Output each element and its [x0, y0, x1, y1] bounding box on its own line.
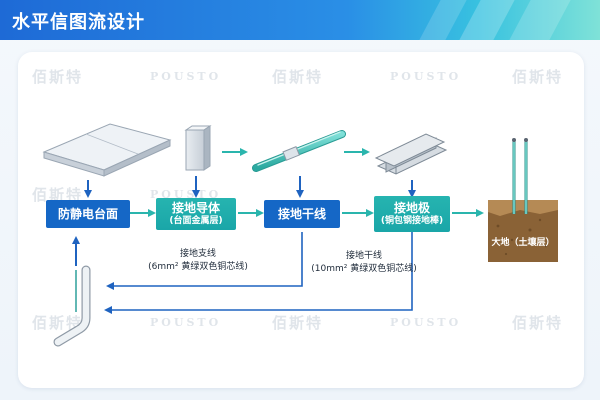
branch-wire-arrow: [106, 232, 303, 290]
watermark: 佰斯特: [272, 68, 324, 86]
copper-rod-icon: [252, 130, 346, 172]
watermark-latin: POUSTO: [390, 316, 462, 329]
branch-line-note: 接地支线 (6mm² 黄绿双色铜芯线): [142, 248, 254, 274]
grounding-electrode-sublabel: (铜包钢接地棒): [380, 216, 444, 226]
watermark-latin: POUSTO: [390, 70, 462, 83]
grounding-conductor-sublabel: (台面金属层): [169, 216, 223, 226]
earth-box: 大地（土壤层）: [490, 234, 556, 252]
table-top-slab-icon: [42, 123, 172, 177]
antistatic-surface-box: 防静电台面: [46, 200, 130, 228]
watermark: 佰斯特: [32, 186, 84, 204]
grounding-conductor-label: 接地导体: [171, 201, 220, 215]
conductor-block-icon: [184, 125, 212, 171]
watermark: 佰斯特: [32, 314, 84, 332]
watermark: 佰斯特: [512, 68, 564, 86]
steel-beam-icon: [374, 133, 448, 175]
grounding-conductor-box: 接地导体 (台面金属层): [156, 198, 236, 230]
grounding-electrode-label: 接地极: [393, 201, 430, 215]
page-title: 水平信图流设计: [12, 12, 145, 33]
title-bar: 水平信图流设计: [0, 0, 600, 40]
branch-line-title: 接地支线: [179, 249, 216, 259]
earth-label: 大地（土壤层）: [491, 238, 555, 248]
watermark: 佰斯特: [512, 314, 564, 332]
trunk-line-note: 接地干线 (10mm² 黄绿双色铜芯线): [306, 250, 422, 276]
grounding-trunk-box: 接地干线: [264, 200, 340, 228]
bent-wire-icon: [53, 265, 91, 347]
watermark: 佰斯特: [32, 68, 84, 86]
trunk-line-spec: (10mm² 黄绿双色铜芯线): [311, 264, 417, 274]
branch-line-spec: (6mm² 黄绿双色铜芯线): [148, 262, 248, 272]
trunk-line-title: 接地干线: [345, 251, 382, 261]
soil-block-icon: [488, 138, 558, 262]
watermark: 佰斯特: [272, 314, 324, 332]
watermark-latin: POUSTO: [150, 70, 222, 83]
watermark-latin: POUSTO: [150, 188, 222, 201]
antistatic-surface-label: 防静电台面: [57, 207, 118, 221]
trunk-wire-arrow: [104, 232, 413, 314]
grounding-trunk-label: 接地干线: [277, 207, 326, 221]
watermark-latin: POUSTO: [150, 316, 222, 329]
grounding-electrode-box: 接地极 (铜包钢接地棒): [374, 196, 450, 232]
